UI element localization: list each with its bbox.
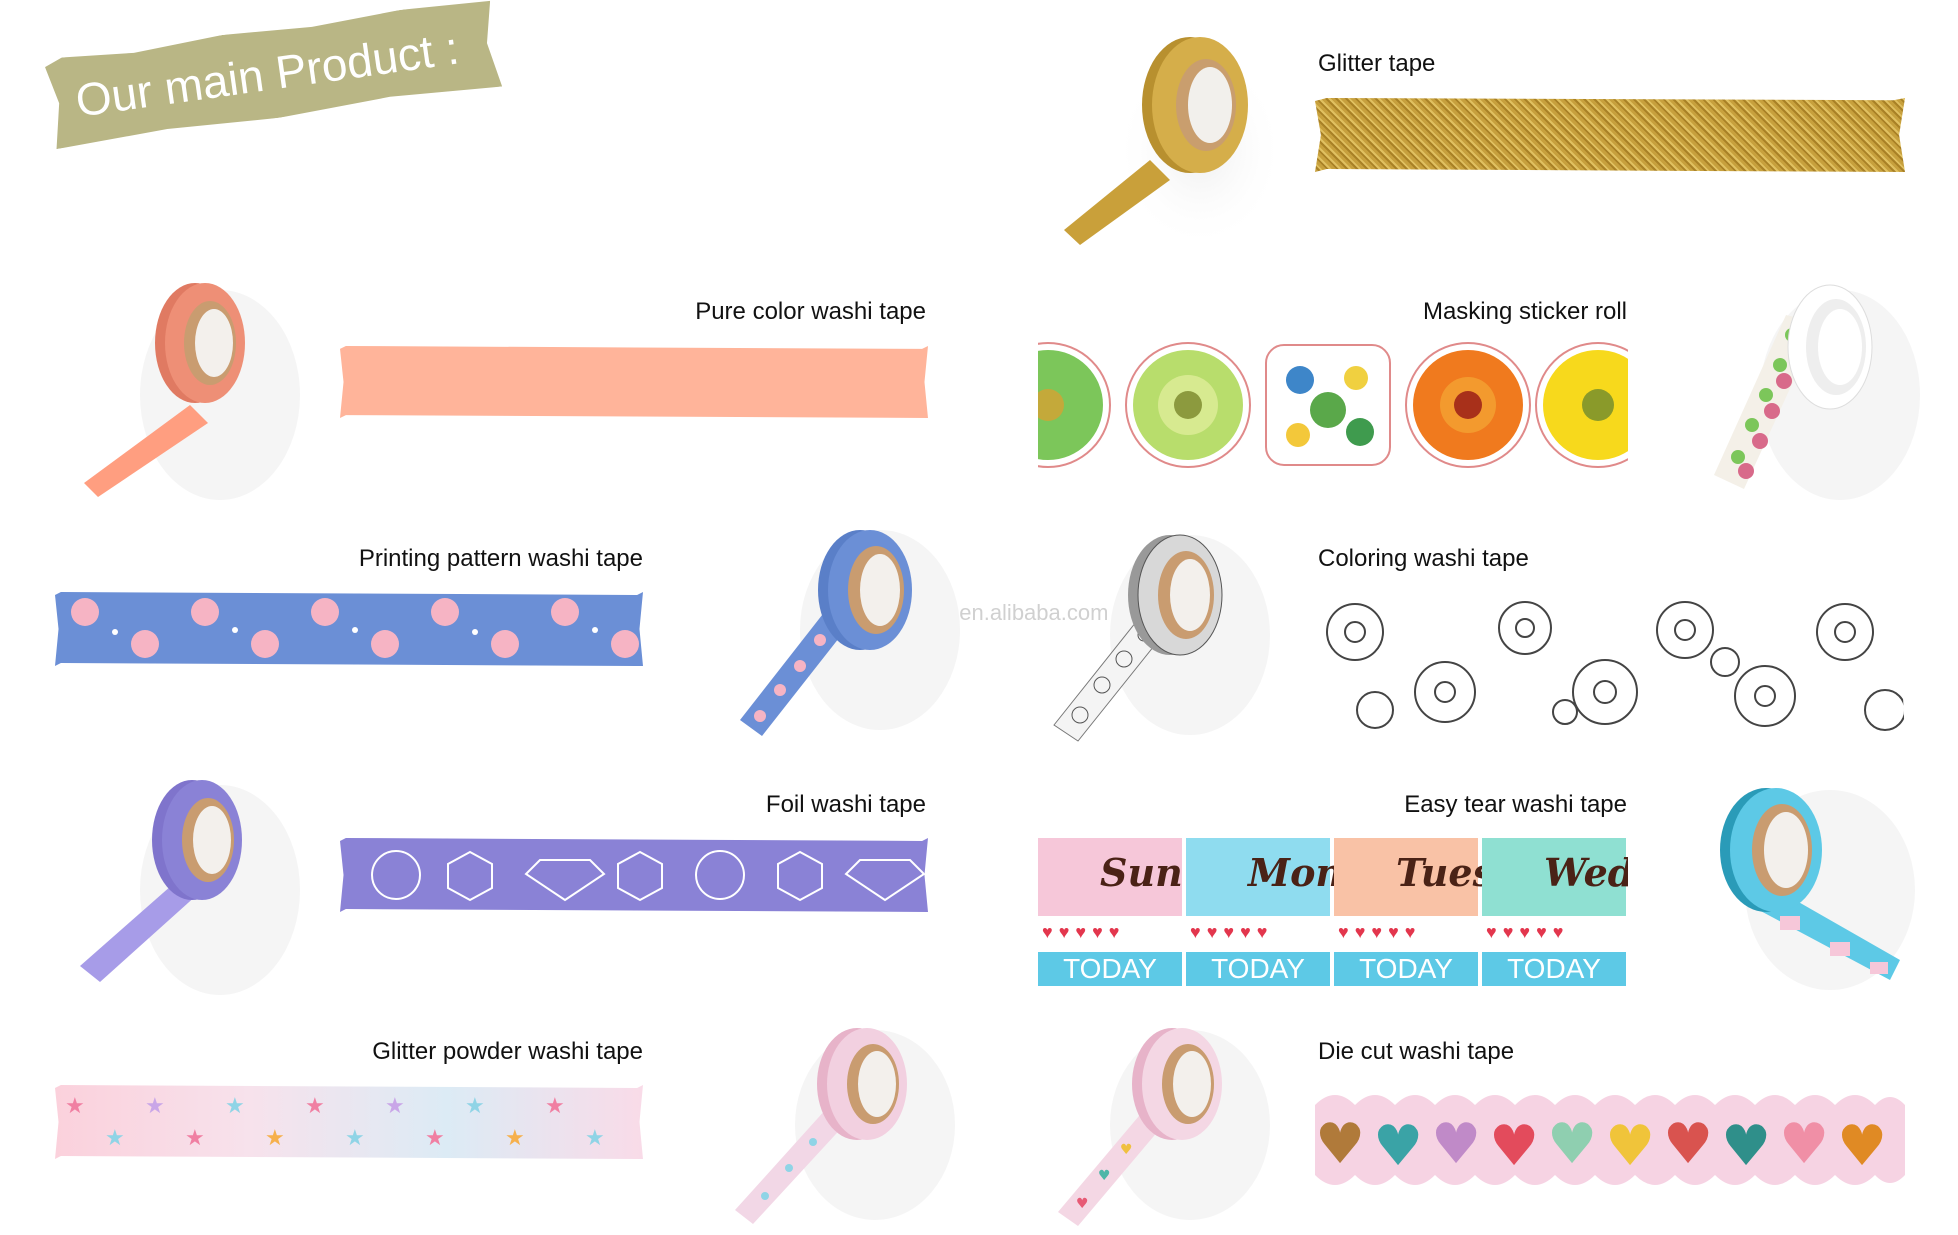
svg-text:★: ★ (345, 1126, 365, 1151)
hearts-row: ♥♥♥♥♥ (1486, 922, 1570, 942)
day-tile-sun: Sun ♥♥♥♥♥ TODAY (1038, 838, 1183, 986)
flower-orange-sticker (1405, 342, 1531, 468)
pure-color-roll (80, 275, 300, 505)
svg-text:★: ★ (505, 1126, 525, 1151)
day-tile-wed: Wed ♥♥♥♥♥ TODAY (1482, 838, 1628, 986)
die-cut-label: Die cut washi tape (1318, 1038, 1515, 1065)
svg-text:★: ★ (425, 1126, 445, 1151)
foil-roll (80, 770, 300, 1000)
day-tile-mon: Mon ♥♥♥♥♥ TODAY (1186, 838, 1343, 986)
glitter-powder-strip: ★ ★ ★ ★ ★ ★ ★ ★ ★ ★ ★ ★ ★ ★ (55, 1085, 643, 1159)
masking-sticker-roll (1710, 275, 1930, 505)
glitter-tape-strip (1315, 98, 1905, 172)
pure-color-strip (340, 346, 928, 418)
svg-text:♥: ♥ (1547, 1112, 1597, 1177)
svg-text:★: ★ (585, 1126, 605, 1151)
coloring-label: Coloring washi tape (1318, 545, 1529, 572)
svg-text:★: ★ (385, 1094, 405, 1119)
svg-text:★: ★ (265, 1126, 285, 1151)
coloring-roll (1050, 525, 1270, 745)
hearts-row: ♥♥♥♥♥ (1042, 922, 1126, 942)
coloring-strip (1315, 592, 1905, 738)
glitter-powder-roll (735, 1020, 955, 1230)
svg-text:♥: ♥ (1489, 1114, 1539, 1179)
printing-pattern-strip (55, 592, 643, 666)
die-cut-strip: ♥♥ ♥♥ ♥♥ ♥♥ ♥♥ (1315, 1085, 1905, 1195)
masking-sticker-label: Masking sticker roll (1422, 298, 1627, 325)
foil-label: Foil washi tape (765, 791, 926, 818)
svg-text:♥: ♥ (1837, 1114, 1887, 1179)
pure-color-label: Pure color washi tape (695, 298, 926, 325)
flower-lime-sticker (1125, 342, 1251, 468)
svg-text:★: ★ (65, 1094, 85, 1119)
flower-bouquet-sticker (1265, 344, 1391, 466)
day-tile-tues: Tues ♥♥♥♥♥ TODAY (1334, 838, 1494, 986)
easy-tear-strip: Sun ♥♥♥♥♥ TODAY Mon ♥♥♥♥♥ TODAY Tues ♥♥♥… (1038, 838, 1628, 986)
svg-text:★: ★ (225, 1094, 245, 1119)
svg-text:♥: ♥ (1076, 1196, 1089, 1212)
hearts-row: ♥♥♥♥♥ (1190, 922, 1274, 942)
flower-green-sticker (1038, 342, 1111, 468)
printing-pattern-label: Printing pattern washi tape (358, 545, 643, 572)
banner-title: Our main Product : (72, 21, 462, 127)
foil-strip (340, 838, 928, 912)
easy-tear-label: Easy tear washi tape (1404, 791, 1627, 818)
svg-text:♥: ♥ (1663, 1112, 1713, 1177)
flower-yellow-sticker (1535, 342, 1628, 468)
svg-text:♥: ♥ (1120, 1142, 1133, 1158)
svg-text:♥: ♥ (1605, 1114, 1655, 1179)
svg-text:★: ★ (465, 1094, 485, 1119)
glitter-powder-label: Glitter powder washi tape (372, 1038, 643, 1065)
svg-text:★: ★ (105, 1126, 125, 1151)
svg-text:★: ★ (545, 1094, 565, 1119)
svg-text:♥: ♥ (1315, 1112, 1365, 1177)
svg-text:♥: ♥ (1373, 1114, 1423, 1179)
svg-text:♥: ♥ (1098, 1168, 1111, 1184)
svg-text:♥: ♥ (1779, 1112, 1829, 1177)
die-cut-roll: ♥ ♥ ♥ (1050, 1020, 1270, 1230)
svg-text:♥: ♥ (1431, 1112, 1481, 1177)
svg-text:★: ★ (145, 1094, 165, 1119)
hearts-row: ♥♥♥♥♥ (1338, 922, 1422, 942)
easy-tear-roll (1700, 780, 1930, 1000)
glitter-tape-label: Glitter tape (1318, 50, 1436, 77)
title-banner: Our main Product : (44, 0, 502, 149)
masking-sticker-strip (1038, 340, 1628, 470)
svg-text:♥: ♥ (1721, 1114, 1771, 1179)
svg-text:★: ★ (305, 1094, 325, 1119)
svg-text:★: ★ (185, 1126, 205, 1151)
printing-pattern-roll (740, 520, 960, 740)
glitter-tape-roll (1050, 30, 1285, 250)
